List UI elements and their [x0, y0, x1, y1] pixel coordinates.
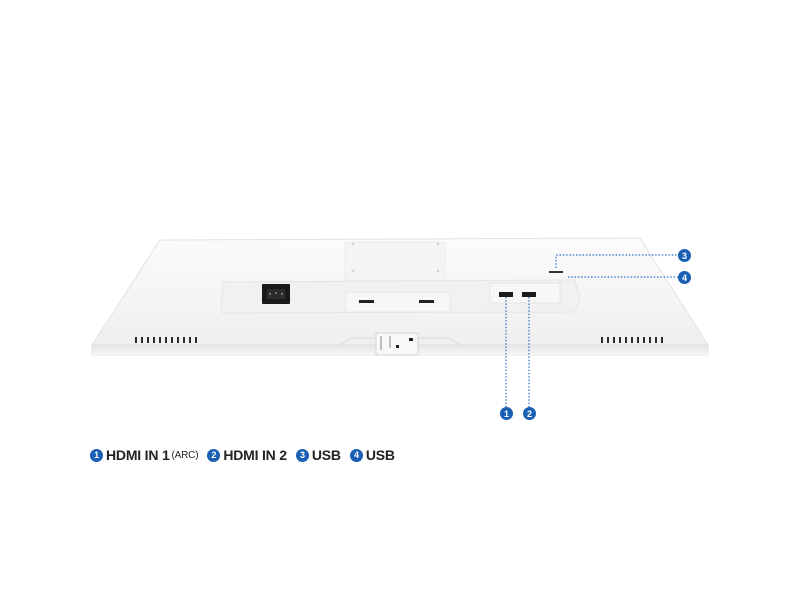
number-badge-icon: 1	[90, 448, 103, 462]
hdmi-port-2	[522, 292, 536, 297]
port-legend: 1 HDMI IN 1 (ARC) 2 HDMI IN 2 3 USB 4 US…	[90, 447, 404, 463]
legend-item-hdmi-1: 1 HDMI IN 1 (ARC)	[90, 447, 199, 463]
number-badge-icon: 2	[207, 448, 221, 462]
hdmi-port-1	[499, 292, 513, 297]
number-badge-icon: 4	[349, 448, 363, 462]
legend-item-usb-3: 3 USB	[295, 447, 341, 463]
legend-suffix: (ARC)	[171, 449, 199, 461]
legend-label: HDMI IN 2	[223, 447, 287, 463]
callout-badge-1: 1	[500, 407, 513, 420]
number-badge-icon: 3	[295, 448, 309, 462]
callout-badge-3: 3	[678, 249, 691, 262]
usb-port	[549, 271, 563, 273]
vent-right	[601, 337, 663, 343]
legend-label: USB	[365, 447, 395, 463]
legend-label: HDMI IN 1	[106, 447, 170, 463]
legend-label: USB	[311, 447, 341, 463]
callout-badge-4: 4	[678, 271, 691, 284]
callout-lines	[505, 254, 678, 407]
vent-left	[135, 337, 197, 343]
legend-item-hdmi-2: 2 HDMI IN 2	[207, 447, 287, 463]
legend-item-usb-4: 4 USB	[349, 447, 395, 463]
callout-badge-2: 2	[523, 407, 536, 420]
monitor-body	[91, 237, 709, 356]
